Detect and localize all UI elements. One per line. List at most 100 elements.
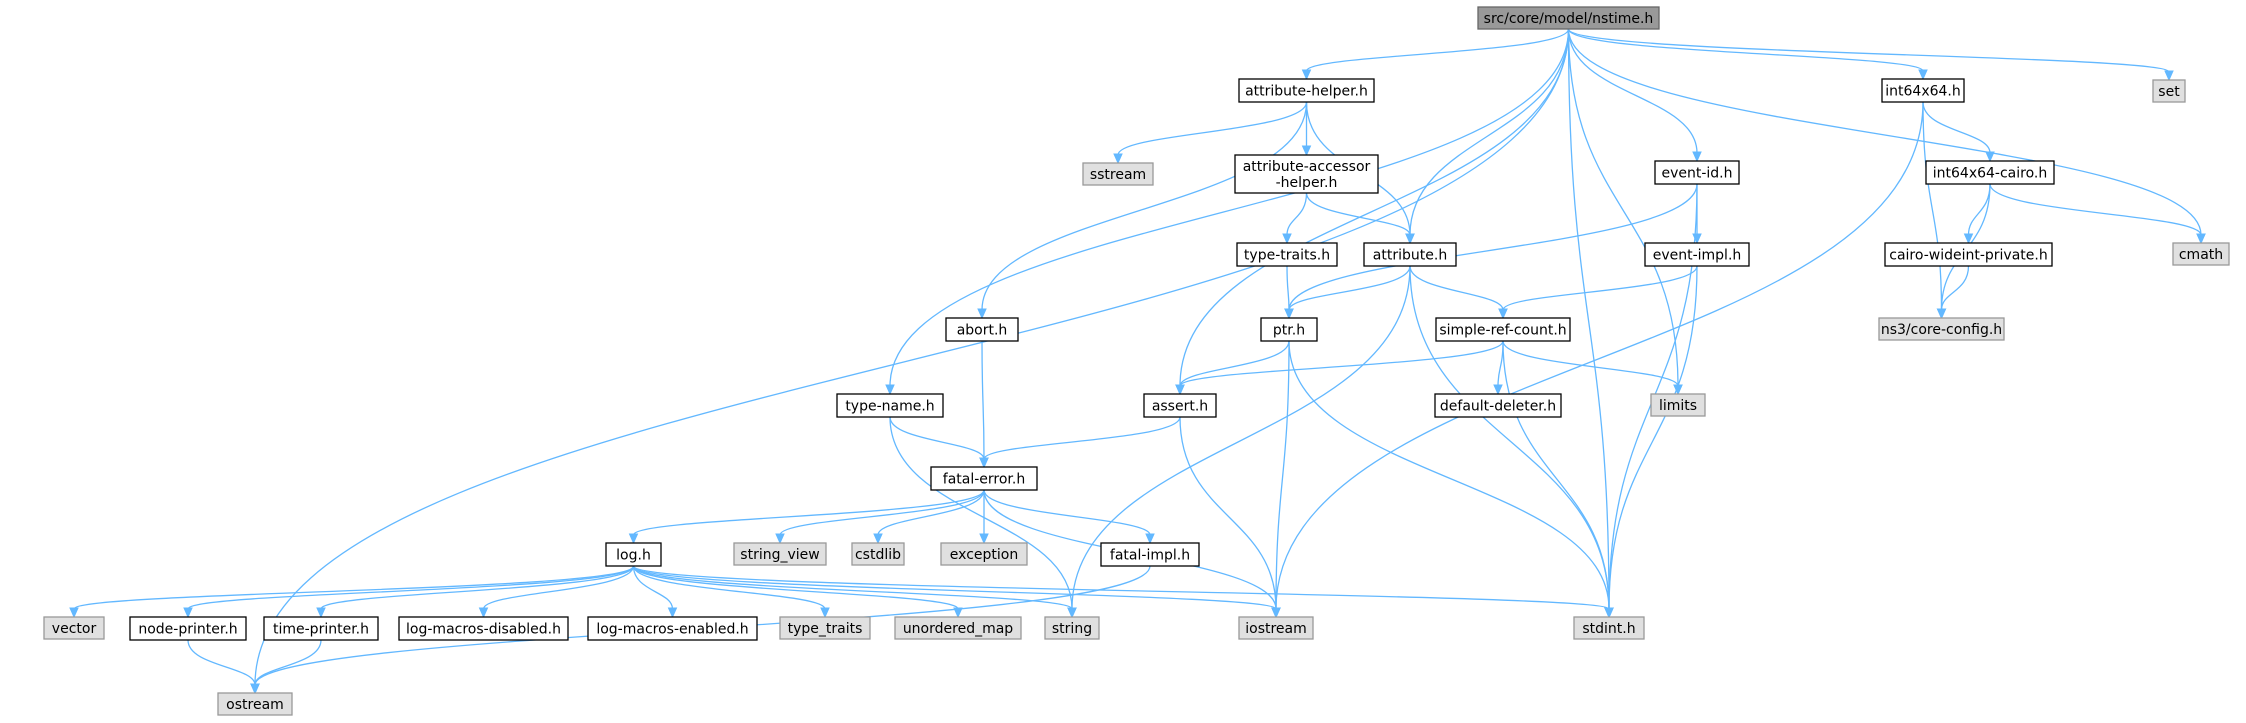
node-set: set [2152, 79, 2186, 103]
edge-root-to-type-name [885, 28, 1570, 396]
node-label: src/core/model/nstime.h [1484, 11, 1654, 27]
node-label: cairo-wideint-private.h [1889, 248, 2047, 264]
node-box [733, 542, 827, 566]
edge-root-to-attribute-h [1405, 28, 1570, 245]
edge-root-to-event-id [1567, 28, 1702, 163]
node-root[interactable]: src/core/model/nstime.h [1477, 6, 1660, 30]
edge-fatal-error-to-cstdlib [873, 489, 985, 545]
node-label: unordered_map [903, 621, 1013, 637]
edge-log-h-to-string [632, 565, 1077, 619]
node-event-impl[interactable]: event-impl.h [1644, 242, 1750, 267]
node-iostream: iostream [1238, 616, 1314, 640]
node-label: iostream [1245, 621, 1307, 637]
edge-root-to-cmath [1567, 28, 2206, 245]
node-label: vector [52, 621, 97, 637]
node-ns3-core-config: ns3/core-config.h [1878, 317, 2005, 341]
node-box [1650, 393, 1706, 417]
node-label: ostream [226, 697, 284, 713]
edge-log-h-to-type-traits [632, 565, 830, 619]
node-cairo-wideint[interactable]: cairo-wideint-private.h [1884, 242, 2053, 267]
node-box [1925, 160, 2055, 185]
node-label: set [2158, 84, 2180, 100]
node-label: node-printer.h [138, 622, 237, 638]
node-type-name[interactable]: type-name.h [836, 393, 944, 418]
node-label: string_view [740, 547, 819, 563]
node-label: type_traits [788, 621, 863, 637]
node-exception: exception [940, 542, 1028, 566]
node-box [1884, 242, 2053, 267]
node-box [263, 616, 379, 641]
node-log-h[interactable]: log.h [605, 542, 662, 567]
node-label: cmath [2179, 247, 2223, 263]
edge-fatal-error-to-exception [979, 489, 989, 545]
node-int64x64-cairo[interactable]: int64x64-cairo.h [1925, 160, 2055, 185]
edge-event-impl-to-stdint [1604, 265, 1698, 619]
node-box [1143, 393, 1217, 418]
edge-log-h-to-node-printer [183, 565, 635, 619]
node-attribute-accessor-helper[interactable]: attribute-accessor-helper.h [1234, 154, 1379, 194]
edge-ptr-h-to-assert-h [1175, 340, 1290, 396]
node-label: ns3/core-config.h [1881, 322, 2002, 338]
node-type-traits-h[interactable]: type-traits.h [1236, 242, 1338, 267]
edge-simple-ref-count-to-assert-h [1175, 340, 1504, 396]
node-fatal-error[interactable]: fatal-error.h [930, 466, 1038, 491]
node-box [587, 616, 758, 641]
edge-attribute-h-to-simple-ref-count [1409, 265, 1508, 320]
node-string: string [1044, 616, 1100, 640]
edge-log-h-to-log-macros-disabled [478, 565, 635, 619]
node-box [1881, 78, 1965, 103]
node-event-id[interactable]: event-id.h [1654, 160, 1740, 185]
node-ptr-h[interactable]: ptr.h [1260, 317, 1318, 342]
edge-log-h-to-time-printer [316, 565, 635, 619]
edge-event-impl-to-simple-ref-count [1498, 265, 1698, 320]
node-int64x64[interactable]: int64x64.h [1881, 78, 1965, 103]
node-box [2152, 79, 2186, 103]
edge-log-h-to-stdint [632, 565, 1614, 619]
node-assert-h[interactable]: assert.h [1143, 393, 1217, 418]
node-box [398, 616, 569, 641]
node-box [1238, 616, 1314, 640]
edge-node-printer-to-ostream [187, 639, 260, 695]
node-label: attribute.h [1373, 248, 1447, 264]
edges-layer [69, 28, 2206, 695]
edge-log-h-to-unordered-map [632, 565, 963, 619]
node-label: fatal-impl.h [1110, 548, 1190, 564]
node-attribute-h[interactable]: attribute.h [1363, 242, 1457, 267]
node-label: int64x64-cairo.h [1933, 166, 2047, 182]
node-box [43, 616, 105, 640]
node-log-macros-enabled[interactable]: log-macros-enabled.h [587, 616, 758, 641]
node-label: event-impl.h [1653, 248, 1742, 264]
node-label: ptr.h [1273, 323, 1305, 339]
edge-fatal-error-to-fatal-impl [983, 489, 1155, 545]
node-label: int64x64.h [1885, 84, 1961, 100]
edge-assert-h-to-fatal-error [979, 416, 1181, 469]
node-string-view: string_view [733, 542, 827, 566]
node-simple-ref-count[interactable]: simple-ref-count.h [1435, 317, 1571, 342]
node-label: attribute-accessor [1243, 159, 1371, 175]
node-label: attribute-helper.h [1245, 84, 1368, 100]
node-vector: vector [43, 616, 105, 640]
node-attribute-helper[interactable]: attribute-helper.h [1238, 78, 1375, 103]
node-label: limits [1659, 398, 1697, 414]
node-label: type-traits.h [1244, 248, 1330, 264]
node-box [945, 317, 1019, 342]
node-default-deleter[interactable]: default-deleter.h [1434, 393, 1562, 418]
edge-abort-h-to-fatal-error [979, 340, 989, 469]
edge-assert-h-to-iostream [1179, 416, 1281, 619]
node-box [1100, 542, 1200, 567]
node-abort-h[interactable]: abort.h [945, 317, 1019, 342]
node-box [1238, 78, 1375, 103]
edge-fatal-error-to-string-view [775, 489, 985, 545]
node-label: string [1052, 621, 1092, 637]
node-box [1434, 393, 1562, 418]
edge-simple-ref-count-to-limits [1502, 340, 1683, 396]
node-label: type-name.h [845, 399, 934, 415]
node-log-macros-disabled[interactable]: log-macros-disabled.h [398, 616, 569, 641]
edge-simple-ref-count-to-default-deleter [1493, 340, 1504, 396]
node-node-printer[interactable]: node-printer.h [129, 616, 247, 641]
node-box [2172, 242, 2230, 266]
node-time-printer[interactable]: time-printer.h [263, 616, 379, 641]
node-label: exception [950, 547, 1018, 563]
node-fatal-impl[interactable]: fatal-impl.h [1100, 542, 1200, 567]
